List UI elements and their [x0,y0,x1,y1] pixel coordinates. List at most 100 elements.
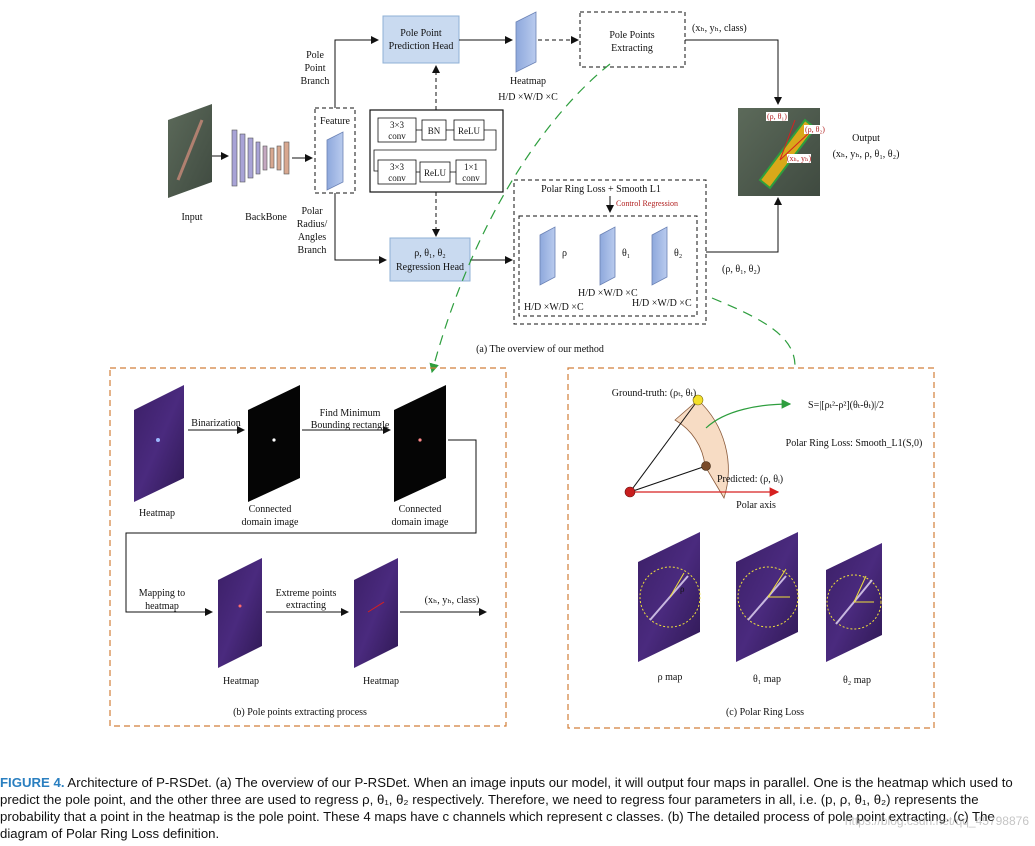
pole-head-2: Prediction Head [389,41,454,52]
out-label-2: (ρ, θ₂) [805,125,825,134]
theta1-map [736,532,799,662]
formula-arrow [705,399,792,429]
ringloss-section: Ground-truth: (ρₜ, θₜ) S=|[ρₜ²-ρ²](θₜ-θₜ… [567,367,935,729]
formula-label: S=|[ρₜ²-ρ²](θₜ-θₜ)|/2 [808,400,884,411]
extreme-1: Extreme points [276,588,337,599]
reg-head-2: Regression Head [396,262,464,273]
connected-domain-2 [394,385,446,502]
heatmap-label-b2: Heatmap [223,676,259,687]
find-min-1: Find Minimum [320,408,381,419]
regression-head [389,237,471,282]
connected2-2: domain image [392,517,449,528]
heatmap-label: Heatmap [510,76,546,87]
rho-label: ρ [562,248,567,259]
output-label: Output [852,133,880,144]
rho-map-small [539,226,556,286]
output-image: (ρ, θ₁) (ρ, θ₂) (xₕ, yₕ) [738,108,826,196]
loss-label: Polar Ring Loss: Smooth_L1(S,0) [786,438,923,449]
polar-branch-4: Branch [298,245,327,256]
conv1-2: conv [462,173,480,183]
pole-point-head [382,15,460,64]
connected1-2: domain image [242,517,299,528]
conv3-b1: 3×3 [390,162,405,172]
connected2-1: Connected [399,504,442,515]
polar-branch-2: Radius/ [297,219,328,230]
heatmap-dims: H/D ×W/D ×C [498,92,558,103]
heatmap-mapped [218,558,262,668]
predicted-label: Predicted: (ρ, θᵢ) [717,474,783,485]
polar-branch-1: Polar [301,206,323,217]
theta2-map [826,543,882,662]
conv1-1: 1×1 [464,162,478,172]
backbone-icon [231,129,290,187]
output-values: (xₕ, yₕ, ρ, θ₁, θ₂) [833,149,900,160]
ringloss-caption: (c) Polar Ring Loss [726,707,804,718]
loss-inner-box [518,215,698,317]
find-min-2: Bounding rectangle [311,420,390,431]
rho-map: ρ [638,532,701,662]
xy-class-b: (xₕ, yₕ, class) [425,595,480,606]
theta1-label: θ₁ [622,248,630,259]
rho-symbol: ρ [680,584,685,594]
connected-domain-1 [248,385,300,502]
bn-label: BN [428,126,441,136]
predicted-point [701,461,711,471]
extract-2: Extracting [611,43,653,54]
mapping-2: heatmap [145,601,179,612]
binarization-label: Binarization [191,418,240,429]
heatmap-label-b1: Heatmap [139,508,175,519]
theta2-map-label: θ₂ map [843,675,871,686]
dims-a: H/D ×W/D ×C [524,302,584,313]
pole-branch-1: Pole [306,50,324,61]
ring-sector [674,399,729,499]
heatmap-input [134,385,184,502]
control-regression: Control Regression [616,199,678,208]
gt-ray [629,399,699,493]
overview-section: Input BackBone Feature Pole Point Branch… [168,11,900,374]
pred-ray [629,465,707,493]
theta2-label: θ₂ [674,248,682,259]
relu-label-2: ReLU [424,168,446,178]
polar-branch-3: Angles [298,232,326,243]
theta1-map-label: θ₁ map [753,674,781,685]
theta2-map-small [651,226,668,286]
architecture-diagram: Input BackBone Feature Pole Point Branch… [109,11,935,729]
overview-caption: (a) The overview of our method [476,344,604,355]
loss-title: Polar Ring Loss + Smooth L1 [541,184,661,195]
origin-point [624,486,636,498]
feature-label: Feature [320,116,351,127]
figure-label: FIGURE 4. [0,775,65,790]
extreme-2: extracting [286,600,326,611]
input-image [168,104,212,198]
heatmap-extreme [354,558,398,668]
input-label: Input [181,212,202,223]
conv3-a2: conv [388,131,406,141]
ground-truth-point [692,394,704,406]
pole-head-1: Pole Point [400,28,442,39]
process-caption: (b) Pole points extracting process [233,707,367,718]
rho-map-label: ρ map [658,672,683,683]
figure-caption-text: Architecture of P-RSDet. (a) The overvie… [0,775,1013,841]
xy-class-a: (xₕ, yₕ, class) [692,23,747,34]
process-section: Heatmap Binarization Connected domain im… [109,367,507,727]
polar-axis-label: Polar axis [736,500,776,511]
reg-head-1: ρ, θ₁, θ₂ [414,248,446,259]
pole-branch-3: Branch [301,76,330,87]
conv3-b2: conv [388,173,406,183]
backbone-label: BackBone [245,212,287,223]
conv3-a1: 3×3 [390,120,405,130]
pole-extracting-box [579,11,686,68]
out-label-3: (xₕ, yₕ) [787,154,812,163]
out-label-1: (ρ, θ₁) [767,112,787,121]
feature-map [326,131,344,191]
pole-branch-2: Point [304,63,325,74]
mapping-1: Mapping to [139,588,185,599]
relu-label-1: ReLU [458,126,480,136]
extract-1: Pole Points [609,30,654,41]
dims-c: H/D ×W/D ×C [632,298,692,309]
connected1-1: Connected [249,504,292,515]
watermark: https://blog.csdn.net/qq_45798876 [844,814,1029,828]
dims-b: H/D ×W/D ×C [578,288,638,299]
theta1-map-small [599,226,616,286]
ground-truth-label: Ground-truth: (ρₜ, θₜ) [612,388,696,399]
